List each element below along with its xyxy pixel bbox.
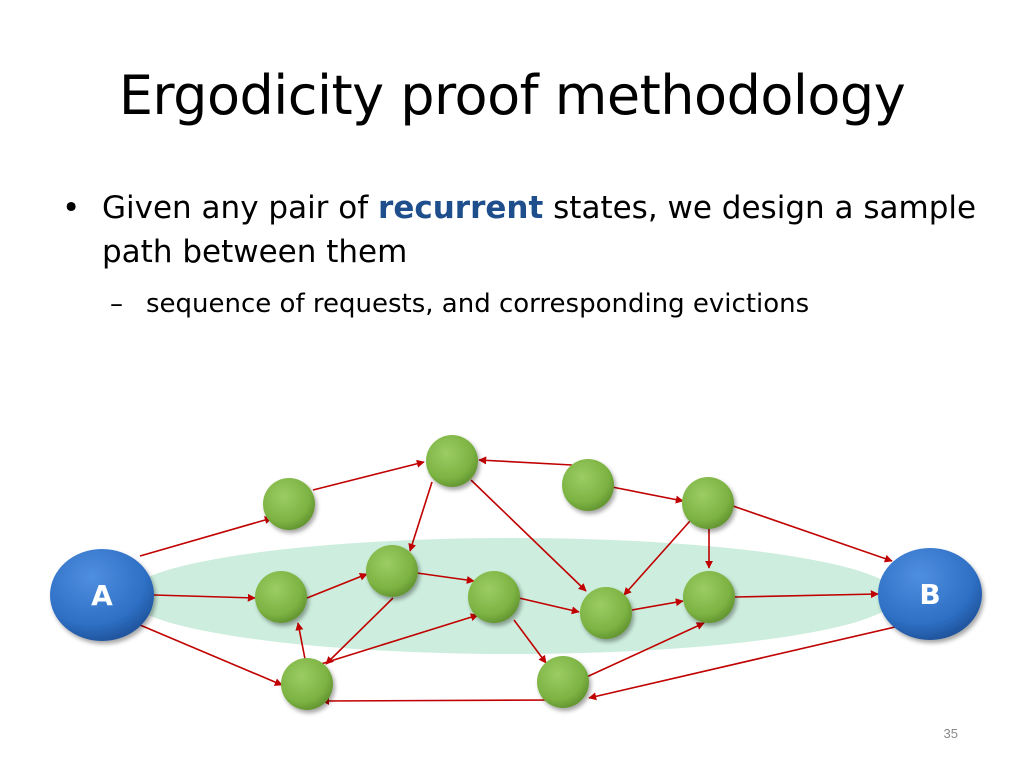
page-number: 35 (943, 726, 958, 741)
endpoint-b-label: B (919, 578, 940, 611)
arrow (139, 624, 283, 686)
arrow (470, 479, 587, 592)
arrow (321, 696, 561, 705)
state-node (537, 656, 589, 708)
arrow (588, 626, 896, 701)
state-node (426, 435, 478, 487)
arrow (478, 456, 573, 466)
sub-bullet-text: sequence of requests, and corresponding … (146, 289, 810, 319)
arrow (312, 459, 425, 491)
arrow (320, 613, 479, 665)
arrow (408, 481, 433, 552)
bullet-text: Given any pair of (102, 190, 379, 226)
arrow (631, 598, 684, 611)
slide-title: Ergodicity proof methodology (118, 64, 906, 127)
state-node (468, 571, 520, 623)
arrow (518, 597, 580, 615)
state-node (263, 478, 315, 530)
highlight-word: recurrent (378, 190, 544, 226)
arrow (139, 516, 273, 557)
state-nodes (255, 435, 735, 710)
arrow (325, 597, 394, 665)
sub-bullet-item: – sequence of requests, and correspondin… (110, 284, 846, 324)
bullet-item: • Given any pair of recurrent states, we… (60, 186, 980, 274)
state-node (683, 571, 735, 623)
arrow (611, 486, 684, 504)
state-node (255, 571, 307, 623)
bullet-marker: • (62, 190, 81, 226)
transition-arrows (139, 456, 896, 705)
state-node (562, 459, 614, 511)
state-node (580, 587, 632, 639)
bullet-text-tail: states, we design a sample path between … (102, 190, 977, 270)
arrow (623, 520, 691, 596)
endpoint-b: B (878, 548, 982, 640)
arrow (579, 622, 705, 681)
arrow (306, 572, 368, 599)
endpoint-a: A (50, 549, 154, 641)
arrow (513, 619, 547, 664)
state-node (682, 477, 734, 529)
arrow (295, 622, 306, 660)
bullet-list: • Given any pair of recurrent states, we… (60, 186, 980, 324)
state-node (281, 658, 333, 710)
state-node (366, 545, 418, 597)
arrow (734, 590, 879, 599)
endpoint-a-label: A (91, 579, 113, 612)
sub-bullet-marker: – (110, 289, 123, 319)
arrow (416, 572, 475, 584)
arrow (732, 505, 893, 563)
arrow (153, 593, 256, 602)
